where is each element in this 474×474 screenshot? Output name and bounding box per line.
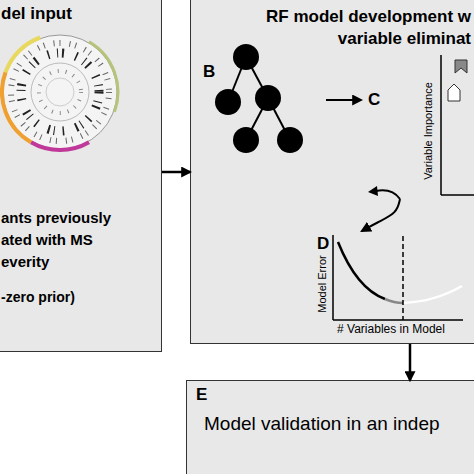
loop-arrow-line (376, 190, 400, 199)
axis-label: # Variables in Model (337, 322, 445, 337)
axis-label: Variable Importance (422, 82, 436, 180)
panel-title: del input (1, 3, 72, 24)
flow-arrow (326, 99, 361, 101)
loop-arrow-head (368, 186, 378, 196)
axis-label: Model Error (316, 255, 330, 312)
importance-plot (441, 55, 474, 195)
plot-axis (441, 194, 474, 196)
tree-branch (268, 98, 290, 140)
plot-axis (440, 55, 442, 195)
importance-step: C Variable Importance (361, 54, 474, 199)
tree-branch (246, 98, 268, 140)
decision-tree (215, 44, 303, 153)
tree-node (255, 85, 281, 111)
panel-letter: E (196, 384, 207, 405)
panel-letter: D (317, 233, 329, 254)
model-panel: RF model development w variable eliminat… (190, 0, 474, 344)
circos-ticks (21, 53, 99, 131)
error-curve (338, 242, 385, 299)
flow-arrow (409, 344, 412, 380)
plot-axis (333, 319, 463, 321)
tree-branch (246, 57, 268, 98)
circos-inner-ring (31, 63, 89, 121)
error-curve (403, 286, 462, 303)
tree-node (233, 127, 259, 153)
panel-title: RF model development w variable eliminat (231, 6, 471, 50)
importance-bar (448, 84, 460, 101)
optimum-line (402, 236, 404, 320)
validation-panel: E Model validation in an indep (186, 380, 474, 474)
tree-step: B (196, 59, 326, 169)
panel-letter: B (203, 61, 215, 82)
panel-text: ants previously ated with MS everity (1, 207, 131, 273)
error-plot (333, 235, 463, 320)
circos-arc (2, 72, 31, 142)
loop-arrow (368, 186, 400, 199)
input-panel: del input ants previously ated with MS ev… (0, 0, 162, 352)
tree-node (277, 127, 303, 153)
flow-arrow (362, 199, 400, 231)
circos-arc (31, 142, 89, 150)
panel-letter: C (368, 89, 380, 110)
tree-node (215, 89, 241, 115)
flow-arrow (162, 171, 190, 174)
tree-node (233, 44, 259, 70)
importance-bar (455, 60, 467, 73)
tree-branch (228, 57, 246, 102)
circos-inner-ring (46, 78, 74, 106)
circos-arc (6, 38, 41, 73)
panel-text: -zero prior) (1, 289, 75, 307)
plot-axis (332, 235, 334, 320)
circos-ticks (11, 43, 109, 141)
circos-arc (89, 42, 118, 112)
error-curve (385, 299, 403, 303)
panel-text: Model validation in an indep (204, 412, 440, 436)
circos-ticks (39, 71, 81, 113)
circos-outer-ring (3, 35, 117, 149)
circos-plot (2, 35, 118, 150)
error-step: DModel Error # Variables in Model (309, 231, 471, 339)
